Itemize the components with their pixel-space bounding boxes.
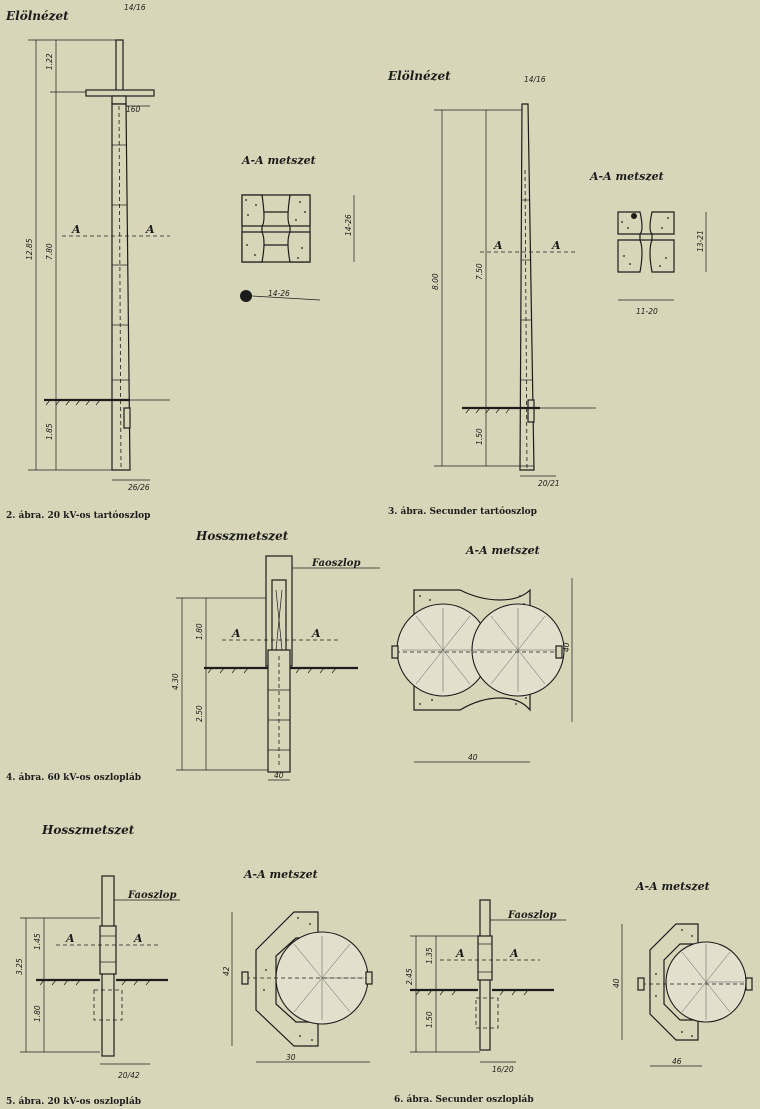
fig4-cut-left: A [231, 627, 241, 640]
fig5-caption: 5. ábra. 20 kV-os oszlopláb [6, 1096, 141, 1107]
fig2-dim-total: 12.85 [25, 238, 34, 260]
fig2-bolt-mark [240, 290, 252, 302]
fig2-pole-top [115, 39, 124, 93]
fig6-dim-base: 16/20 [492, 1065, 514, 1074]
fig2-dim-section-h: 14-26 [344, 214, 353, 236]
fig3-cut-left: A [493, 239, 503, 252]
fig3-section-label: A-A metszet [589, 170, 664, 183]
fig2-dim-crossarm: 160 [126, 105, 141, 114]
fig4-dim-total: 4.30 [171, 673, 180, 690]
figure-4: Hosszmetszet Faoszlop A A 4.30 1.80 [6, 529, 573, 783]
fig3-section-shape [617, 211, 643, 235]
fig3-dim-mid: 7.50 [475, 263, 484, 280]
fig2-dim-section-w: 14-26 [268, 289, 290, 298]
fig6-dim-section-h: 40 [612, 978, 621, 988]
fig5-dim-lower: 1.80 [33, 1005, 42, 1022]
fig5-clamp [99, 925, 117, 975]
fig2-section-label: A-A metszet [241, 154, 316, 167]
fig5-pole-label: Faoszlop [127, 890, 176, 901]
fig3-dim-lower: 1.50 [475, 428, 484, 445]
fig6-pole-label: Faoszlop [507, 910, 556, 921]
fig4-section-label: A-A metszet [465, 544, 540, 557]
figure-3: Elölnézet 14/16 A A 8.00 7.50 1.50 20/21… [387, 69, 707, 517]
fig2-dim-lower: 1.85 [45, 423, 54, 440]
fig4-caption: 4. ábra. 60 kV-os oszlopláb [6, 772, 141, 783]
fig5-section-label: A-A metszet [243, 868, 318, 881]
fig4-cut-right: A [311, 627, 321, 640]
fig3-caption: 3. ábra. Secunder tartóoszlop [388, 506, 537, 517]
fig2-dim-upper: 1.22 [45, 53, 54, 70]
fig5-dim-upper: 1.45 [33, 933, 42, 950]
fig2-view-label: Elölnézet [5, 9, 69, 23]
fig3-dim-section-h: 13-21 [696, 230, 705, 252]
fig3-cut-right: A [551, 239, 561, 252]
fig6-dim-lower: 1.50 [425, 1011, 434, 1028]
fig2-dim-base: 26/26 [128, 483, 150, 492]
fig2-cut-right: A [145, 223, 155, 236]
fig4-dim-section-h: 40 [562, 642, 571, 652]
fig6-cut-left: A [455, 947, 465, 960]
fig2-dim-mid: 7.80 [45, 243, 54, 260]
fig5-dim-section-h: 42 [222, 966, 231, 976]
fig2-dim-top: 14/16 [124, 3, 146, 12]
fig5-view-label: Hosszmetszet [41, 823, 135, 837]
fig6-dim-section-w: 46 [672, 1057, 682, 1066]
fig4-dim-upper: 1.80 [195, 623, 204, 640]
fig6-caption: 6. ábra. Secunder oszlopláb [394, 1094, 534, 1105]
figure-5: Hosszmetszet Faoszlop A A 3.25 1.45 1.80… [6, 823, 373, 1107]
fig4-dim-section-w: 40 [468, 753, 478, 762]
fig3-dim-section-w: 11-20 [636, 307, 658, 316]
fig6-section-label: A-A metszet [635, 880, 710, 893]
fig4-view-label: Hosszmetszet [195, 529, 289, 543]
figure-6: Faoszlop A A 2.45 1.35 1.50 16/20 A-A me… [394, 880, 753, 1105]
fig6-dim-upper: 1.35 [425, 947, 434, 964]
fig2-crossarm [85, 89, 155, 97]
fig5-cut-left: A [65, 932, 75, 945]
fig3-dim-top: 14/16 [524, 75, 546, 84]
fig3-dim-total: 8.00 [431, 273, 440, 290]
fig6-clamp [477, 935, 493, 981]
fig4-dim-base: 40 [274, 771, 284, 780]
fig5-dim-base: 20/42 [118, 1071, 140, 1080]
fig5-dim-section-w: 30 [286, 1053, 296, 1062]
fig6-cut-right: A [509, 947, 519, 960]
fig3-view-label: Elölnézet [387, 69, 451, 83]
fig5-dim-total: 3.25 [15, 958, 24, 975]
fig5-cut-right: A [133, 932, 143, 945]
fig3-pole-body [519, 103, 535, 471]
fig4-concrete-foot [267, 649, 291, 773]
fig4-pole-label: Faoszlop [311, 558, 360, 569]
fig6-dim-total: 2.45 [405, 968, 414, 985]
fig2-caption: 2. ábra. 20 kV-os tartóoszlop [6, 510, 150, 521]
fig3-dim-base: 20/21 [538, 479, 560, 488]
fig2-cut-left: A [71, 223, 81, 236]
fig4-dim-lower: 2.50 [195, 705, 204, 722]
figure-2: Elölnézet 14/16 160 A A [5, 3, 355, 521]
